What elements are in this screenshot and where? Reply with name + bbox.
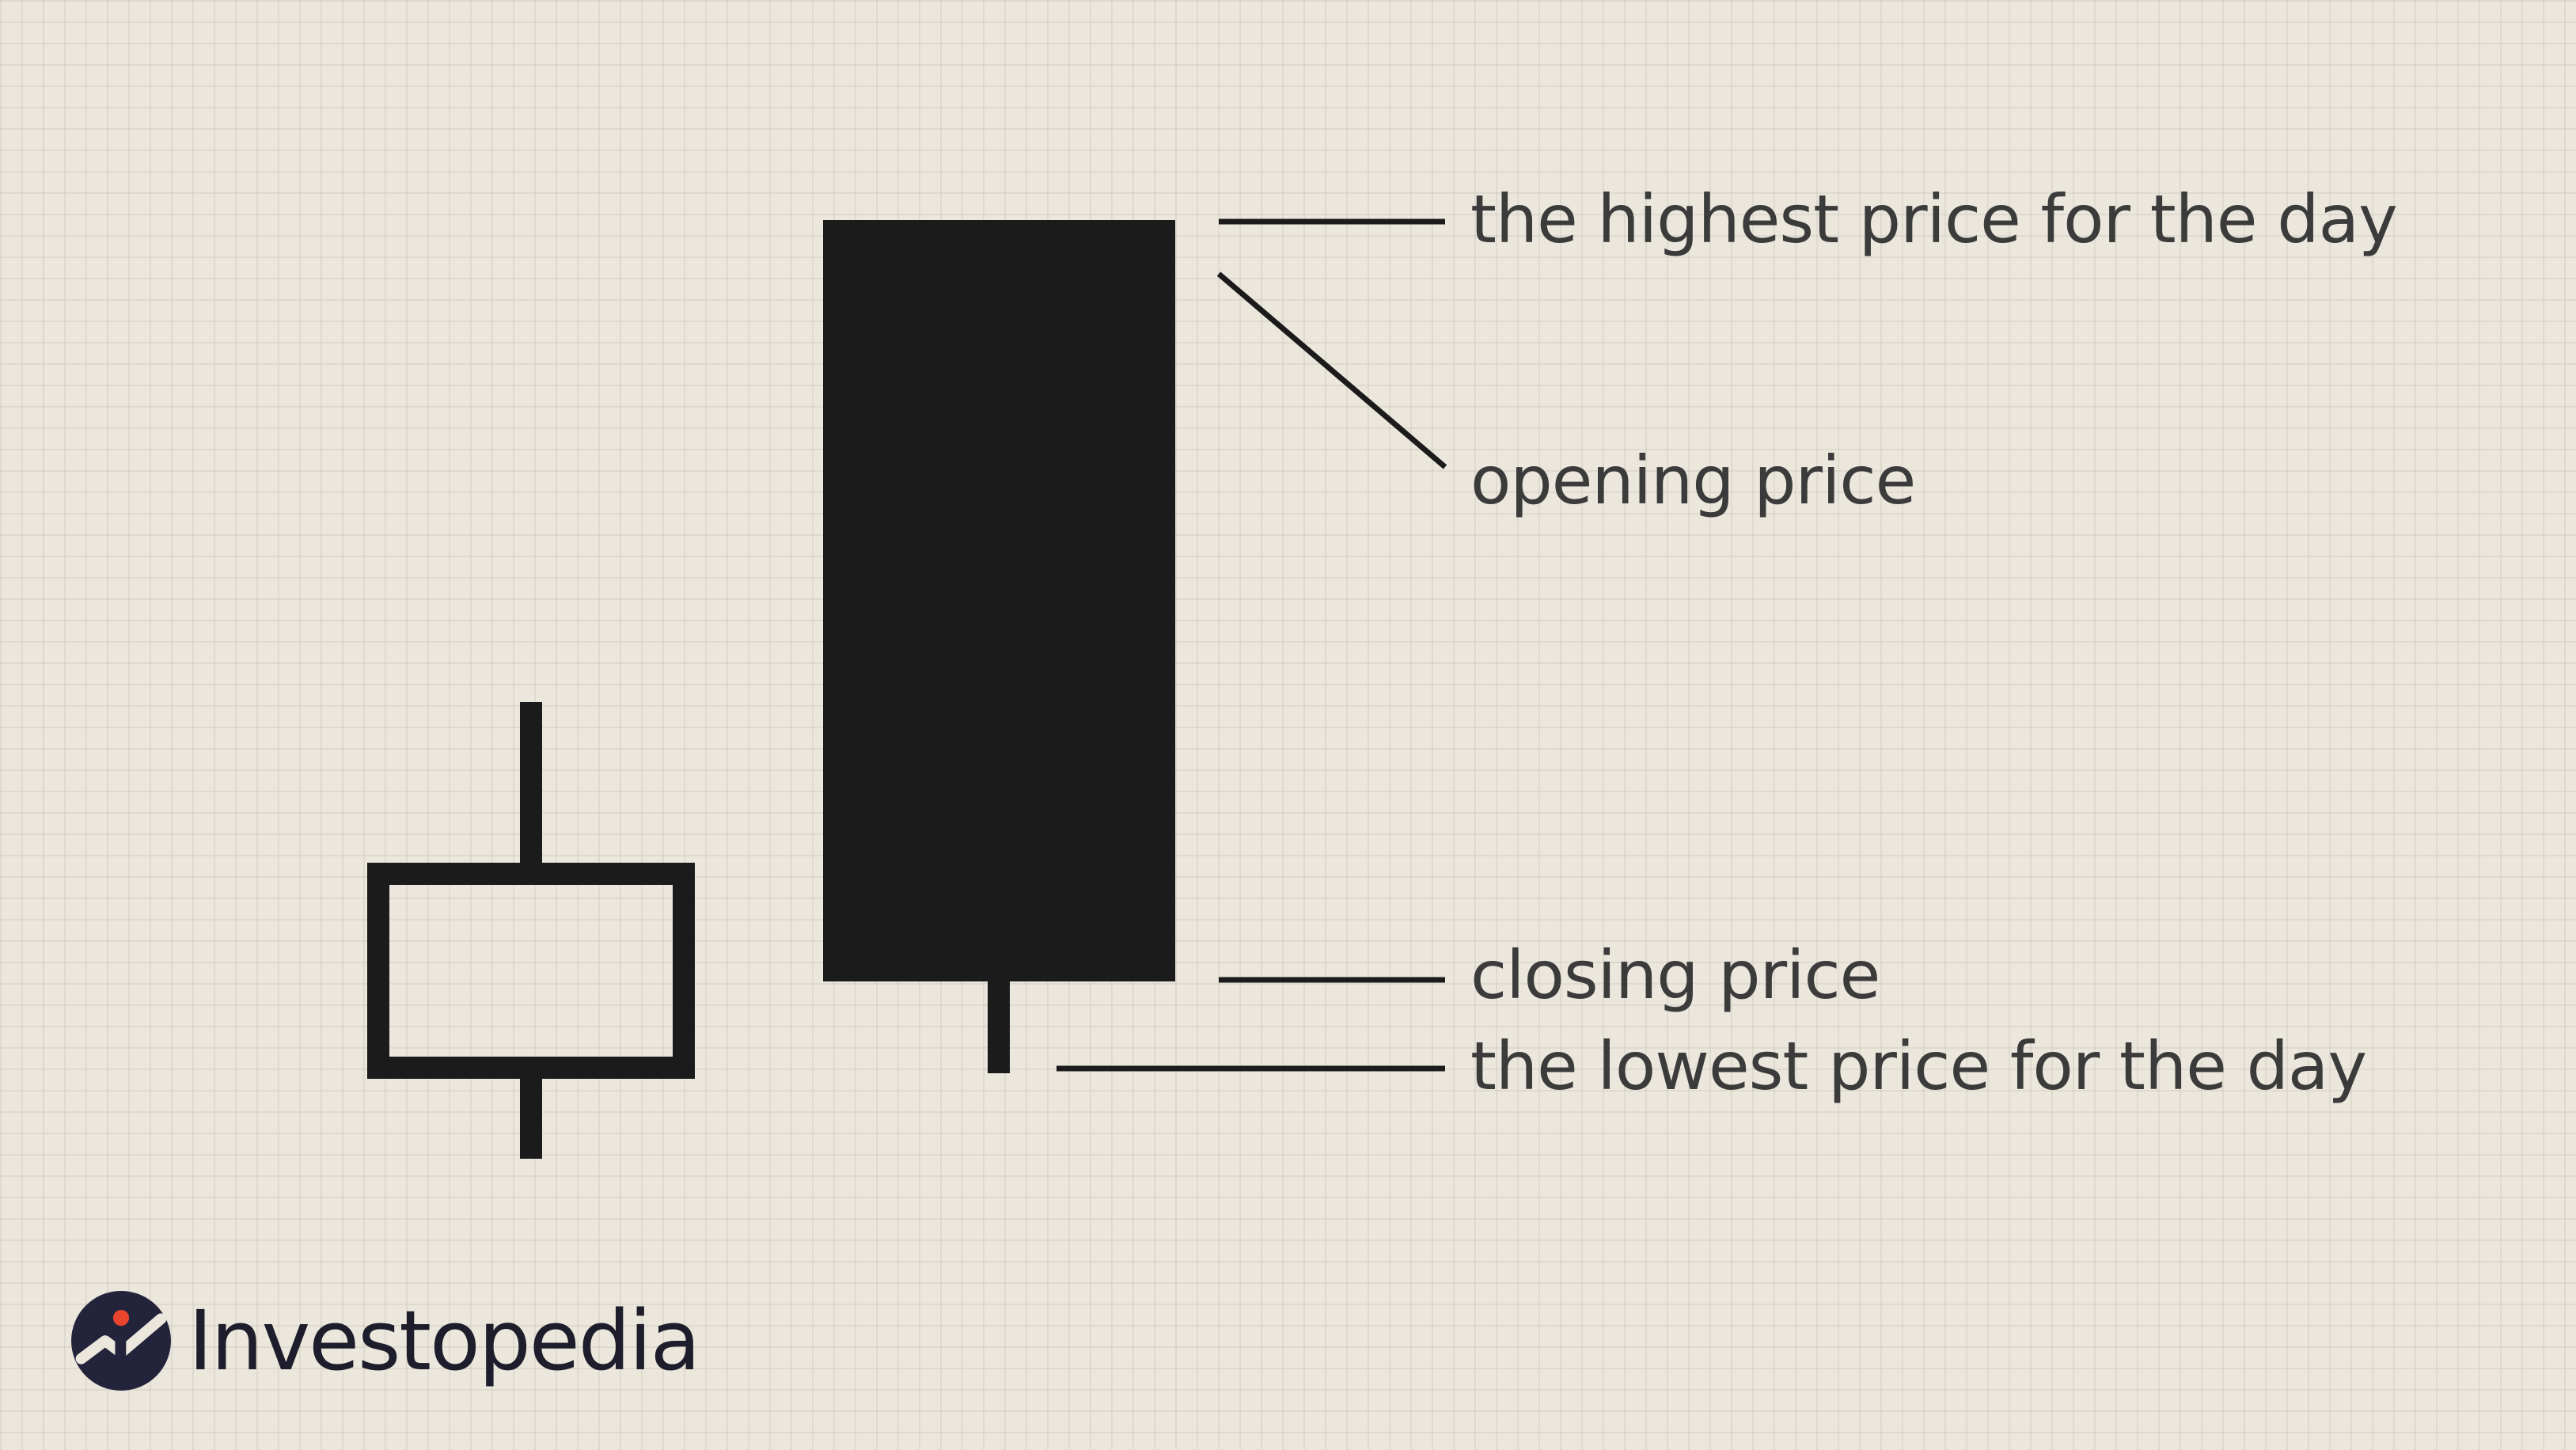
hollow-candle-upper-wick [520,702,542,864]
investopedia-i-logo-icon [71,1291,171,1391]
solid-candle-body [823,220,1175,981]
label-closing-price: closing price [1470,936,1880,1014]
label-highest-price: the highest price for the day [1470,180,2398,258]
investopedia-wordmark: Investopedia [188,1292,700,1389]
label-lowest-price: the lowest price for the day [1470,1027,2367,1105]
leader-line-open [1216,271,1447,469]
label-opening-price: opening price [1470,442,1916,519]
solid-candlestick [823,220,1175,1073]
solid-candle-lower-wick [988,978,1010,1073]
hollow-candlestick [367,702,695,1159]
hollow-candle-lower-wick [520,1078,542,1159]
investopedia-logo: Investopedia [71,1289,700,1393]
hollow-candle-body [367,863,695,1079]
